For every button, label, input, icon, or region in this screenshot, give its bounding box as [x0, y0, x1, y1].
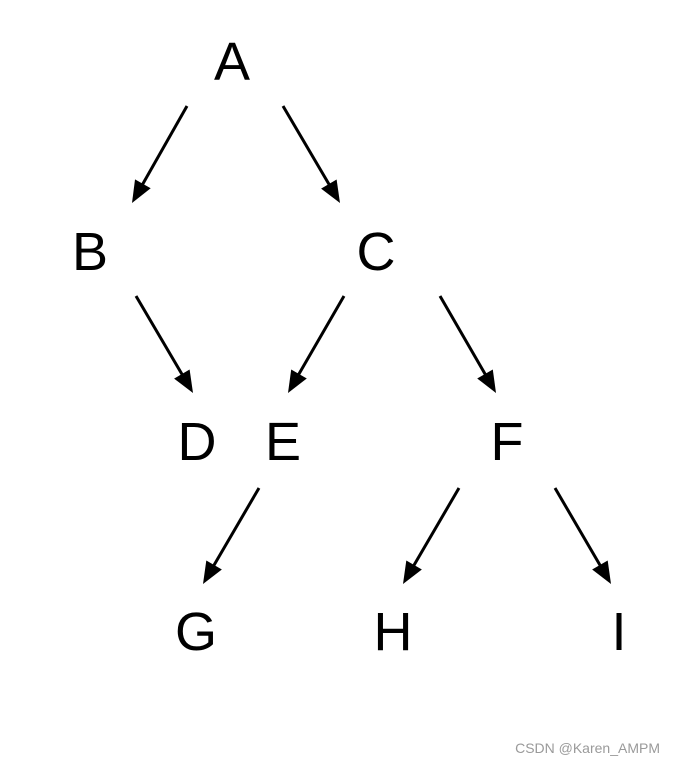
edge-line	[140, 105, 189, 187]
arrow-head-icon	[203, 560, 222, 584]
node-b: B	[72, 222, 108, 282]
node-f: F	[491, 412, 524, 472]
arrow-head-icon	[132, 179, 151, 203]
edge-f-i	[553, 487, 611, 584]
arrow-head-icon	[174, 369, 193, 393]
edge-line	[411, 487, 461, 568]
node-e: E	[265, 412, 301, 472]
arrow-head-icon	[592, 560, 611, 584]
edge-line	[553, 487, 603, 568]
edge-line	[296, 295, 346, 377]
edge-f-h	[403, 487, 461, 584]
edge-c-e	[288, 295, 346, 393]
edge-line	[438, 295, 488, 377]
edge-b-d	[134, 295, 193, 393]
node-g: G	[175, 602, 217, 662]
edge-line	[281, 105, 332, 187]
watermark: CSDN @Karen_AMPM	[515, 740, 660, 756]
edge-line	[134, 295, 185, 377]
edge-e-g	[203, 487, 261, 584]
arrow-head-icon	[321, 179, 340, 203]
edge-a-b	[132, 105, 189, 203]
node-i: I	[611, 602, 626, 662]
node-c: C	[357, 222, 396, 282]
arrow-head-icon	[477, 369, 496, 393]
node-a: A	[214, 32, 250, 92]
arrow-head-icon	[403, 560, 422, 584]
edge-line	[211, 487, 261, 568]
edge-a-c	[281, 105, 340, 203]
edge-c-f	[438, 295, 496, 393]
node-h: H	[374, 602, 413, 662]
node-d: D	[178, 412, 217, 472]
arrow-head-icon	[288, 369, 307, 393]
